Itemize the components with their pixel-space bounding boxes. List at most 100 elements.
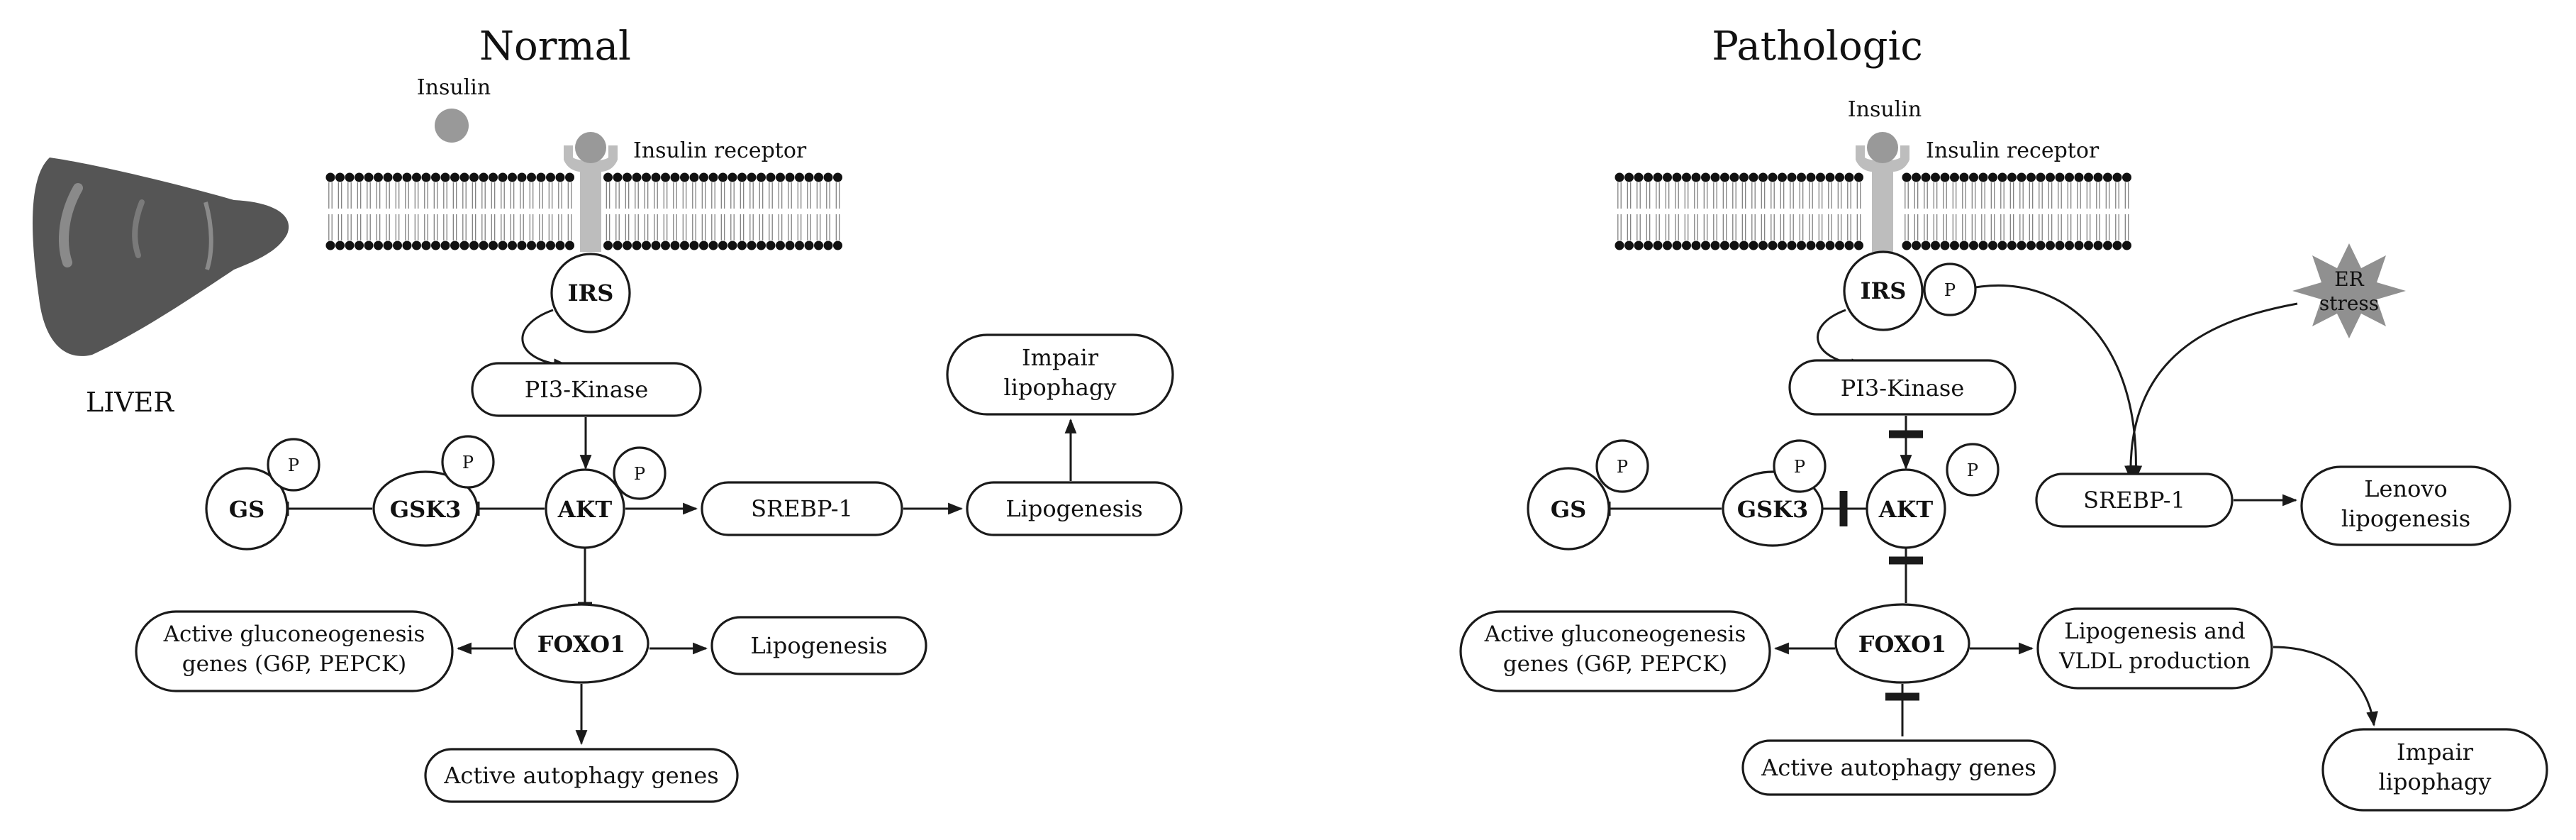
lipid-head xyxy=(450,241,459,250)
normal-membrane-heads-bottom xyxy=(325,241,842,250)
lipid-head xyxy=(708,241,718,250)
lipid-head xyxy=(1825,241,1835,250)
lipid-head xyxy=(1749,241,1758,250)
lipid-head xyxy=(632,241,642,250)
normal-foxo1-lipogenesis-label: Lipogenesis xyxy=(750,632,887,659)
lipid-head xyxy=(1720,241,1729,250)
lipid-head xyxy=(355,241,364,250)
lipid-head xyxy=(833,241,842,250)
lipid-head xyxy=(479,172,489,182)
normal-insulin-label: Insulin xyxy=(417,75,491,100)
lipid-head xyxy=(2065,241,2074,250)
lipid-head xyxy=(603,172,613,182)
lipid-head xyxy=(613,241,623,250)
lipid-head xyxy=(804,172,814,182)
lipid-head xyxy=(651,241,661,250)
liver-label: LIVER xyxy=(86,387,174,418)
pathologic-autophagy-label: Active autophagy genes xyxy=(1761,754,2036,781)
lipid-head xyxy=(737,241,747,250)
lipid-head xyxy=(1778,241,1787,250)
lipid-head xyxy=(1787,241,1797,250)
lipid-head xyxy=(479,241,489,250)
lipid-head xyxy=(1653,172,1663,182)
lipid-head xyxy=(431,241,440,250)
lipid-head xyxy=(1663,241,1672,250)
lipid-head xyxy=(1912,172,1921,182)
lipid-head xyxy=(642,172,651,182)
pathologic-title: Pathologic xyxy=(1712,23,1923,70)
normal-gluco-node xyxy=(135,610,454,692)
pathologic-irs-p-to-srebp-arrow xyxy=(1975,284,2143,481)
pathologic-irs-label: IRS xyxy=(1861,277,1907,304)
lipid-head xyxy=(1634,172,1644,182)
pathologic-gluco-label-1: Active gluconeogenesis xyxy=(1484,621,1746,647)
normal-foxo1-lipogenesis-node xyxy=(710,616,927,675)
lipid-head xyxy=(785,241,795,250)
lipid-head xyxy=(757,172,766,182)
normal-foxo1-label: FOXO1 xyxy=(537,631,625,658)
lipid-head xyxy=(1931,172,1940,182)
normal-membrane-tails xyxy=(328,182,840,241)
lipid-head xyxy=(1729,172,1739,182)
lipid-head xyxy=(536,241,546,250)
pathologic-gsk3-phosphate-label: P xyxy=(1794,457,1805,477)
pathologic-pi3k-label: PI3-Kinase xyxy=(1841,375,1965,402)
lipid-head xyxy=(1959,172,1969,182)
normal-pi3k-label: PI3-Kinase xyxy=(525,376,649,403)
lipid-head xyxy=(776,241,785,250)
normal-gs-label: GS xyxy=(229,496,264,523)
lipid-head xyxy=(1902,241,1912,250)
lipid-head xyxy=(1797,241,1806,250)
lipid-head xyxy=(1701,241,1710,250)
lipid-head xyxy=(1758,241,1768,250)
lipid-head xyxy=(814,241,823,250)
lipid-head xyxy=(680,172,689,182)
lipid-head xyxy=(421,172,431,182)
lipid-head xyxy=(2046,241,2055,250)
lipid-head xyxy=(1768,241,1778,250)
lipid-head xyxy=(1854,172,1863,182)
lipid-head xyxy=(383,172,393,182)
lipid-head xyxy=(1729,241,1739,250)
lipid-head xyxy=(661,241,670,250)
lipid-head xyxy=(1921,172,1931,182)
lipid-head xyxy=(785,172,795,182)
lipid-head xyxy=(2093,172,2103,182)
normal-gluco-label-2: genes (G6P, PEPCK) xyxy=(182,651,406,677)
lipid-head xyxy=(2017,241,2026,250)
lipid-head xyxy=(1624,172,1634,182)
lipid-head xyxy=(1988,172,1997,182)
lipid-head xyxy=(2093,241,2103,250)
er-stress-label-2: stress xyxy=(2319,292,2379,315)
lipid-head xyxy=(1634,241,1644,250)
lipid-head xyxy=(699,172,708,182)
pathologic-vldl-label-2: VLDL production xyxy=(2058,648,2251,674)
lipid-head xyxy=(680,241,689,250)
lipid-head xyxy=(1940,172,1950,182)
pathologic-receptor-label: Insulin receptor xyxy=(1926,138,2100,163)
lipid-head xyxy=(661,172,670,182)
pathologic-impair-label-2: lipophagy xyxy=(2379,768,2492,795)
lipid-head xyxy=(355,172,364,182)
lipid-head xyxy=(546,172,555,182)
lipid-head xyxy=(823,172,833,182)
pathologic-membrane-heads-bottom xyxy=(1615,241,2131,250)
normal-akt-phosphate xyxy=(613,446,667,500)
lipid-head xyxy=(508,172,517,182)
lipid-head xyxy=(747,241,757,250)
normal-srebp-label: SREBP-1 xyxy=(751,495,853,522)
pathologic-akt-label: AKT xyxy=(1878,496,1934,523)
lipid-head xyxy=(776,172,785,182)
lipid-head xyxy=(1701,172,1710,182)
lipid-head xyxy=(708,172,718,182)
lipid-head xyxy=(823,241,833,250)
lipid-head xyxy=(2036,172,2046,182)
pathologic-vldl-to-impair-arrow xyxy=(2273,646,2378,727)
lipid-head xyxy=(2074,241,2084,250)
lipid-head xyxy=(833,172,842,182)
normal-foxo1-node xyxy=(513,603,649,684)
lenovo-label-1: Lenovo xyxy=(2364,475,2447,502)
pathologic-impair-lipophagy-node xyxy=(2321,728,2548,812)
lipid-head xyxy=(2026,241,2036,250)
lipid-head xyxy=(374,172,383,182)
